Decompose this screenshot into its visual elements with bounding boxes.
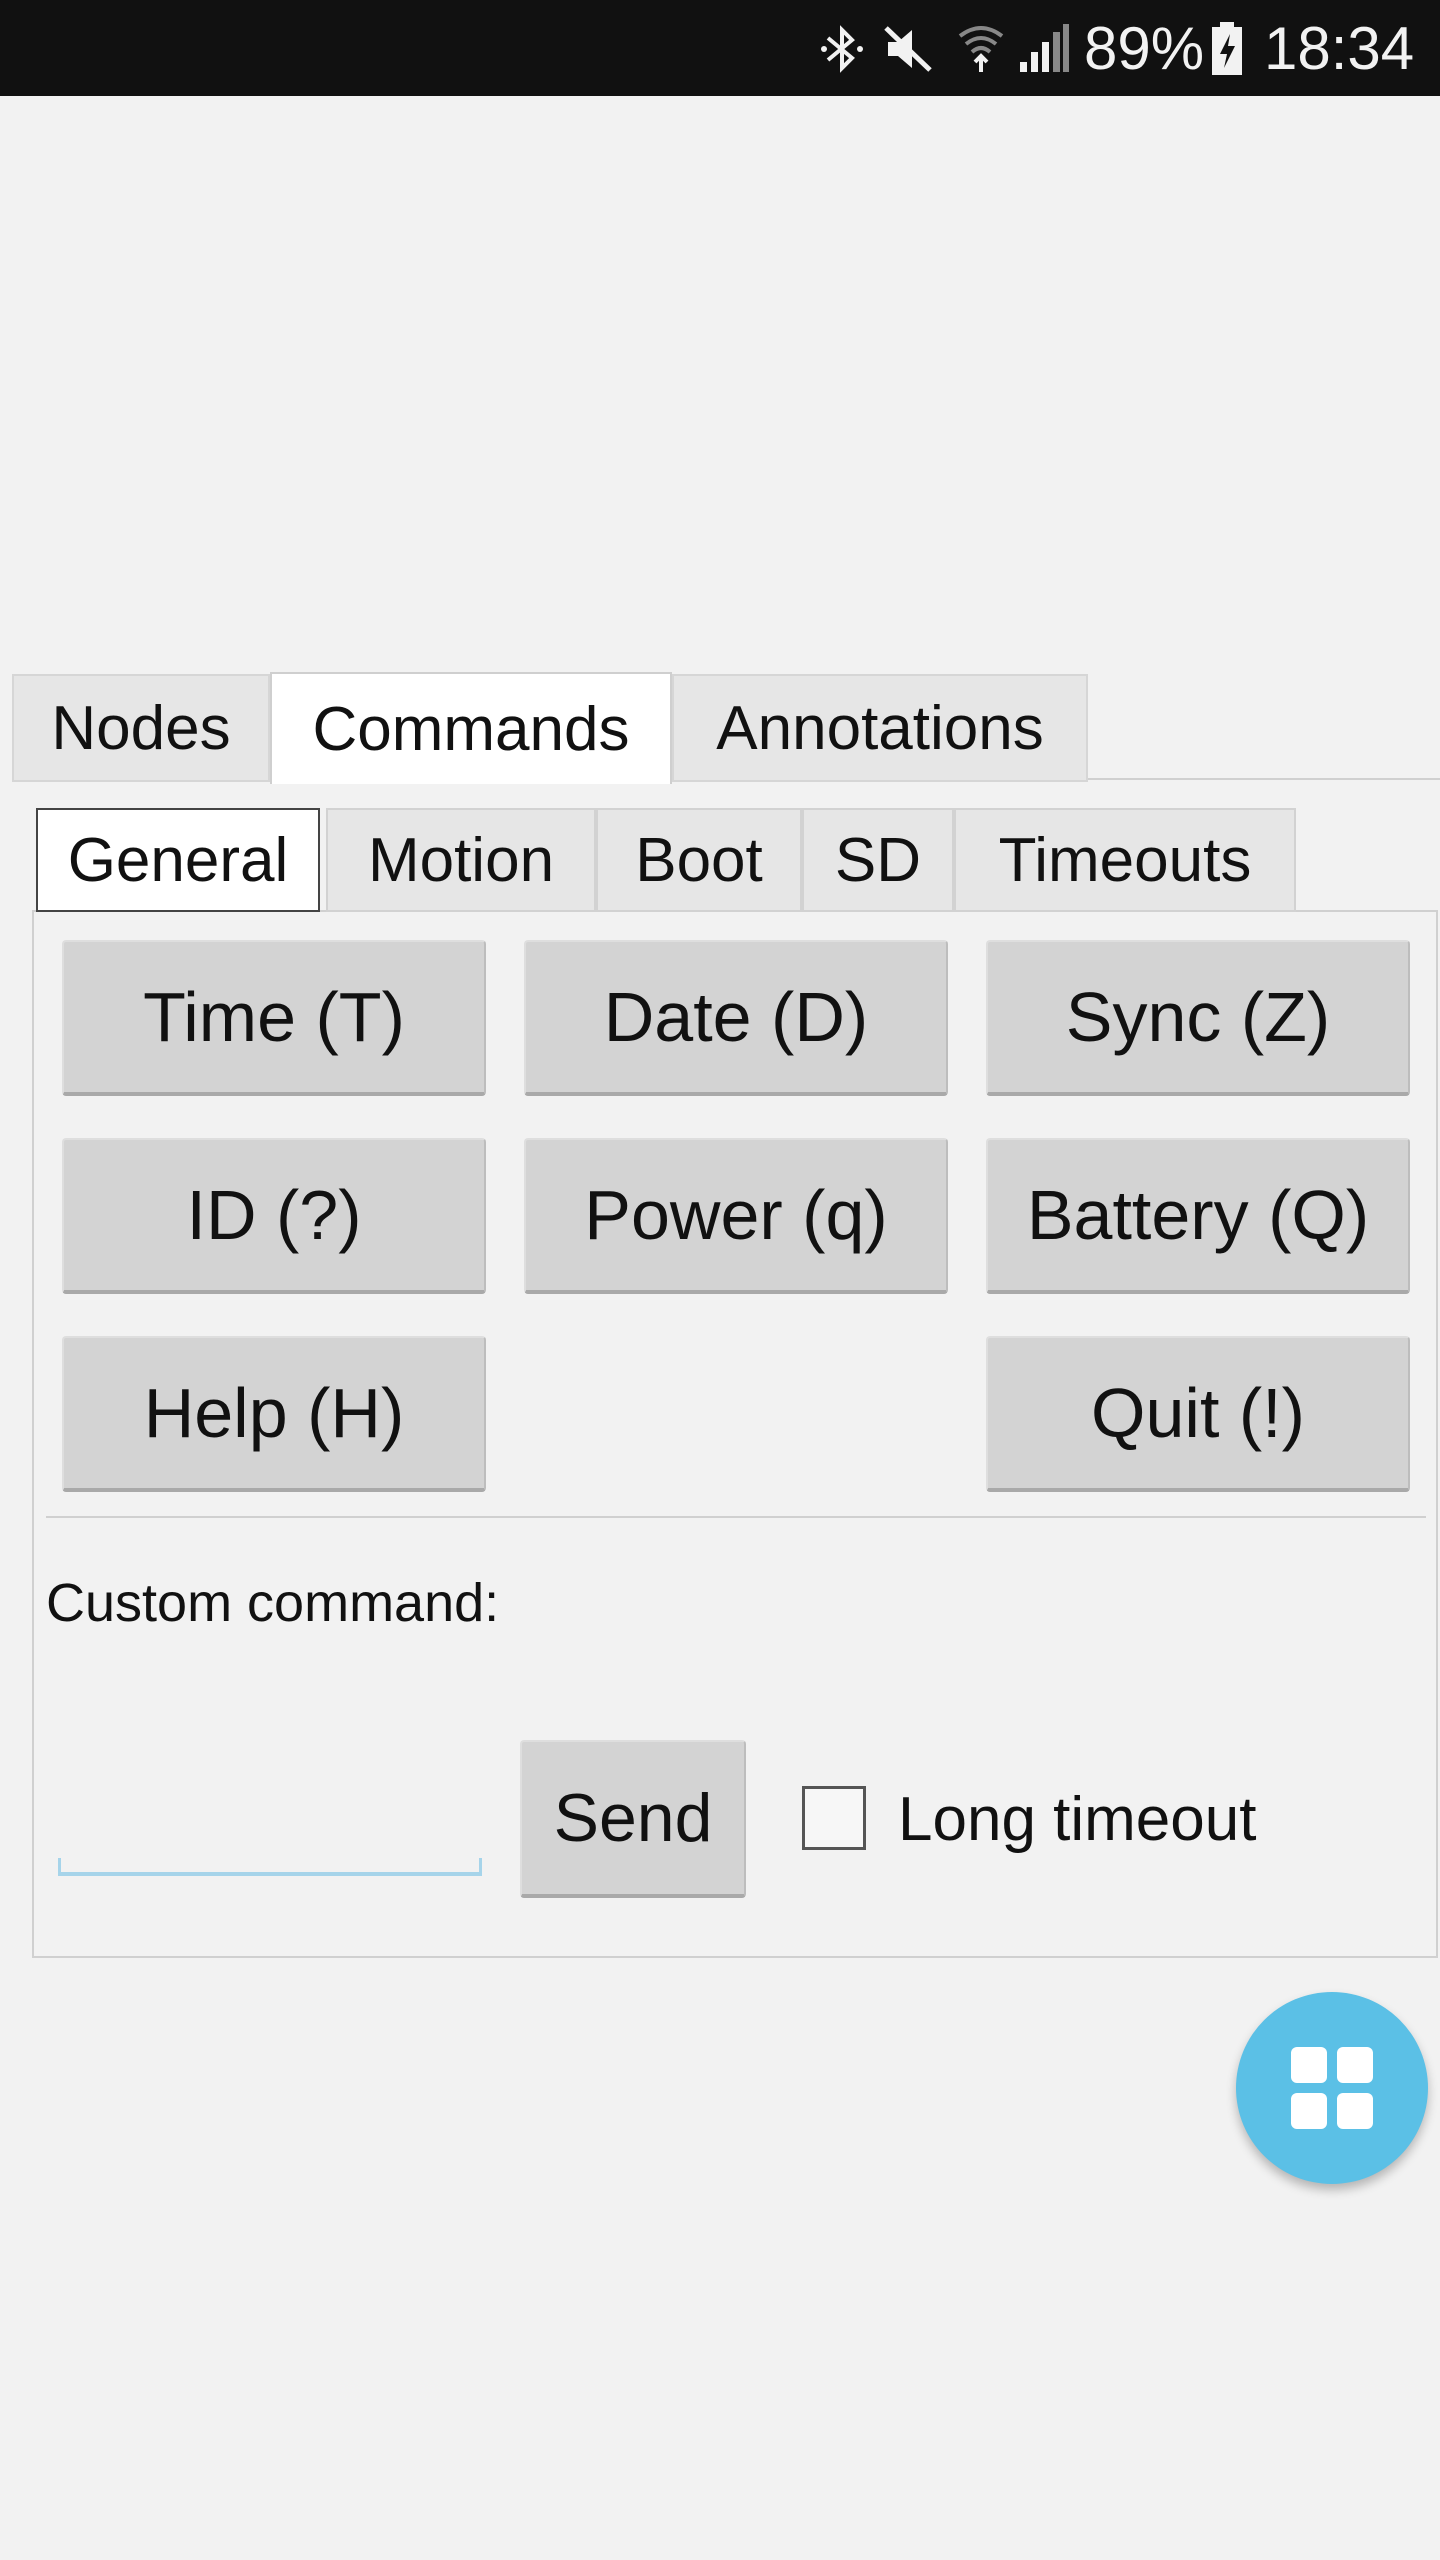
long-timeout-label: Long timeout (898, 1785, 1257, 1854)
time-button[interactable]: Time (T) (62, 940, 486, 1096)
wifi-icon (958, 26, 1004, 72)
custom-command-input[interactable] (58, 1858, 482, 1876)
tab-nodes[interactable]: Nodes (12, 674, 270, 782)
subtab-boot[interactable]: Boot (596, 808, 802, 912)
subtab-sd[interactable]: SD (802, 808, 954, 912)
clock: 18:34 (1264, 15, 1415, 82)
mute-icon (884, 26, 932, 72)
tab-label: Nodes (51, 693, 231, 763)
battery-charging-icon (1212, 22, 1242, 75)
battery-percent: 89% (1084, 15, 1205, 82)
tab-divider (1088, 778, 1440, 780)
subtab-label: Timeouts (998, 825, 1252, 895)
help-button[interactable]: Help (H) (62, 1336, 486, 1492)
subtab-label: General (67, 825, 289, 895)
bluetooth-icon (821, 25, 863, 73)
date-button[interactable]: Date (D) (524, 940, 948, 1096)
tab-label: Commands (312, 694, 630, 764)
tab-commands[interactable]: Commands (270, 672, 672, 784)
id-button[interactable]: ID (?) (62, 1138, 486, 1294)
subtab-general[interactable]: General (36, 808, 320, 912)
status-bar: 89% 18:34 (0, 0, 1440, 96)
subtab-timeouts[interactable]: Timeouts (954, 808, 1296, 912)
fab-button[interactable] (1236, 1992, 1428, 2184)
custom-command-label: Custom command: (46, 1573, 500, 1633)
sync-button[interactable]: Sync (Z) (986, 940, 1410, 1096)
power-button[interactable]: Power (q) (524, 1138, 948, 1294)
battery-button[interactable]: Battery (Q) (986, 1138, 1410, 1294)
section-divider (46, 1516, 1426, 1518)
subtab-label: Motion (367, 825, 555, 895)
subtab-label: Boot (635, 825, 763, 895)
quit-button[interactable]: Quit (!) (986, 1336, 1410, 1492)
tab-annotations[interactable]: Annotations (672, 674, 1088, 782)
subtab-motion[interactable]: Motion (326, 808, 596, 912)
long-timeout-checkbox[interactable] (802, 1786, 866, 1850)
signal-icon (1020, 24, 1069, 72)
tab-label: Annotations (716, 693, 1044, 763)
send-button[interactable]: Send (520, 1740, 746, 1898)
subtab-label: SD (834, 825, 922, 895)
